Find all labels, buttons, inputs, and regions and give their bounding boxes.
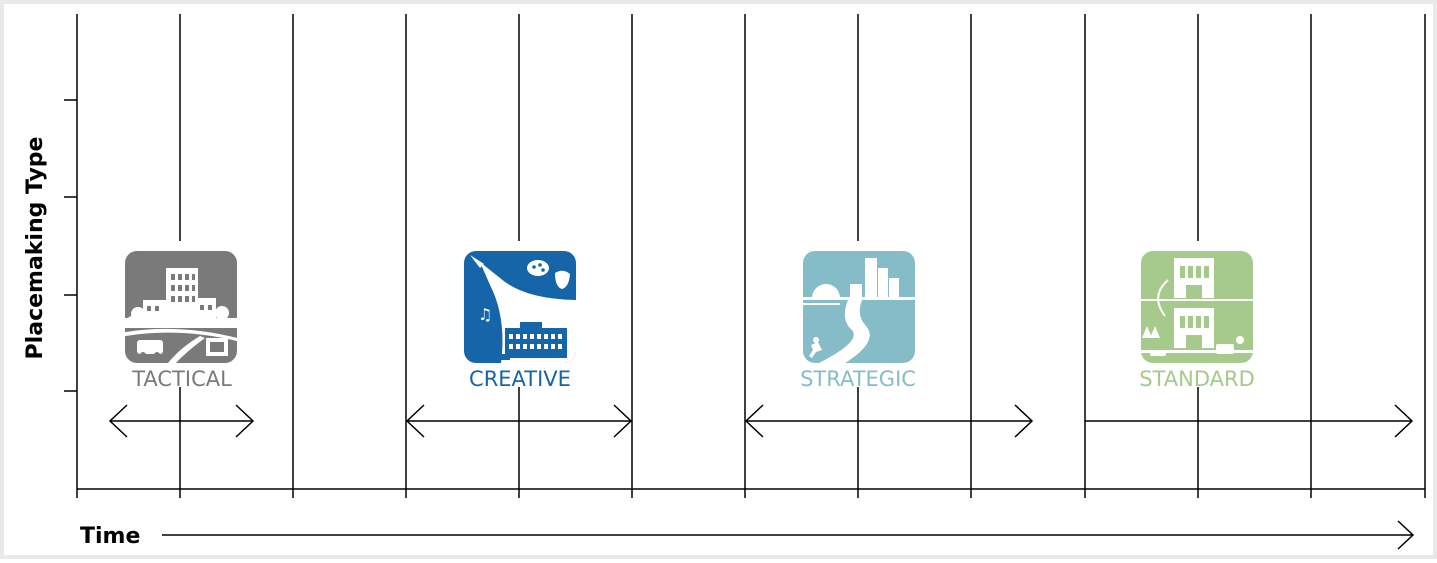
svg-text:♫: ♫ <box>478 305 492 324</box>
strategic-duration-arrow <box>744 404 1034 438</box>
y-axis-ticks <box>64 99 77 392</box>
standard-label: STANDARD <box>1139 367 1255 391</box>
time-arrow <box>162 520 1415 550</box>
strategic-label: STRATEGIC <box>800 367 916 391</box>
city-block-icon <box>125 251 237 363</box>
creative-duration-arrow <box>405 404 633 438</box>
vertical-gridlines <box>76 14 1426 498</box>
x-axis-title: Time <box>80 524 140 549</box>
tactical-label: TACTICAL <box>131 367 232 391</box>
skyline-path-icon <box>803 251 915 363</box>
tactical-duration-arrow <box>108 404 255 438</box>
building-transform-icon <box>1141 251 1253 363</box>
y-axis-title: Placemaking Type <box>23 137 48 360</box>
creative-label: CREATIVE <box>469 367 571 391</box>
paintbrush-arts-icon: ♫ <box>464 251 576 363</box>
standard-duration-arrow <box>1085 404 1414 438</box>
